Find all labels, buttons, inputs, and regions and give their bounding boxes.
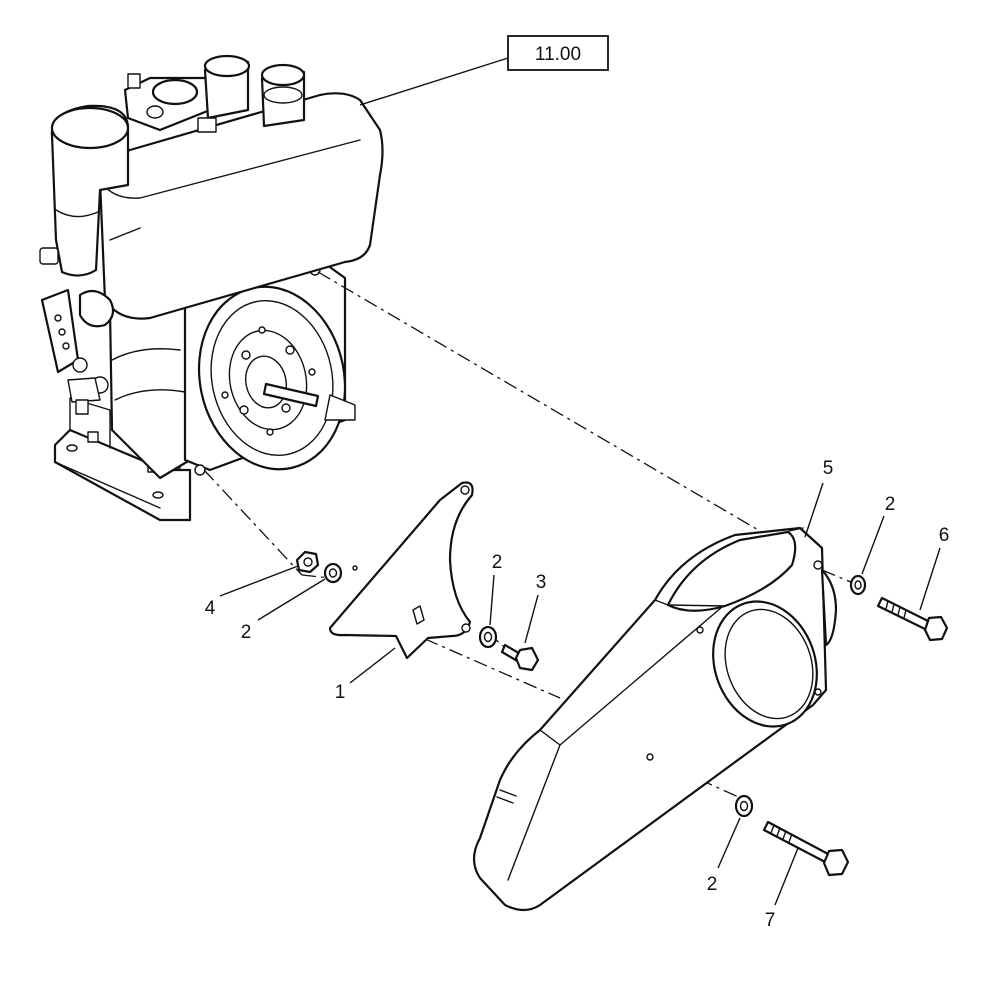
callout-6: 6 [939,525,950,546]
washer [478,625,498,649]
callouts: 1 2 2 2 2 3 4 5 6 7 [205,458,950,931]
callout-4: 4 [205,598,216,619]
hex-nut [295,550,320,574]
reference-box: 11.00 [359,35,609,106]
engine-assembly [39,54,384,522]
callout-7: 7 [765,910,776,931]
bracket-plate [328,481,474,660]
washer [849,574,867,596]
belt-guard-cover [472,526,838,912]
callout-2: 2 [241,622,252,643]
callout-2: 2 [492,552,503,573]
callout-2: 2 [885,494,896,515]
callout-2: 2 [707,874,718,895]
short-bolt [500,643,540,672]
reference-number: 11.00 [535,44,581,65]
washer [323,562,343,584]
washer [734,794,754,818]
callout-3: 3 [536,572,547,593]
long-bolt [762,820,850,877]
callout-1: 1 [335,682,346,703]
callout-5: 5 [823,458,834,479]
long-bolt [876,596,949,642]
